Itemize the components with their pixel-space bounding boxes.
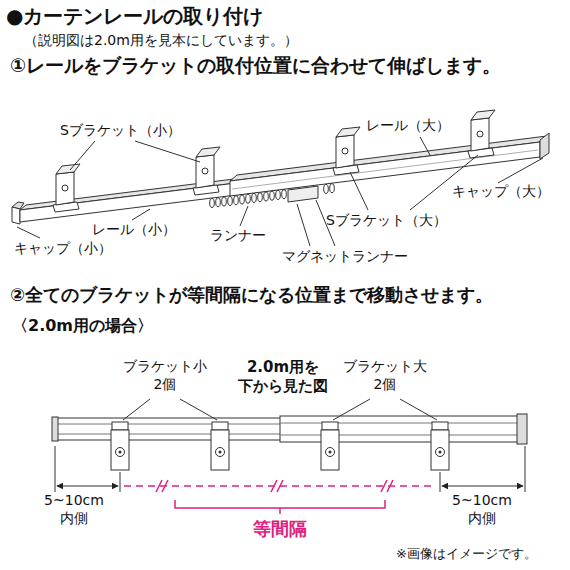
rail-illustration [12,110,549,246]
view-label: 2.0m用を 下から見た図 [233,358,333,396]
part-label: キャップ（小） [14,240,126,258]
part-label: レール（小） [92,221,192,239]
part-label: キャップ（大） [452,183,564,201]
part-label: Sブラケット（小） [60,122,200,140]
part-label: Sブラケット（大） [326,212,466,230]
sub-heading: 〈2.0m用の場合〉 [12,316,212,336]
step-heading: ①レールをブラケットの取付位置に合わせて伸ばします。 [10,54,566,78]
part-label: ランナー [210,227,290,245]
note: ※画像はイメージです。 [396,546,566,562]
part-label: ブラケット小 2個 [117,358,213,393]
dimension: 等間隔 [240,518,320,541]
dimension: 5~10cm 内側 [444,492,520,527]
part-label: ブラケット大 2個 [337,358,433,393]
note: （説明図は2.0m用を見本にしています。） [24,32,444,50]
part-label: マグネットランナー [282,248,432,266]
title: ●カーテンレールの取り付け [6,4,263,29]
step-heading: ②全てのブラケットが等間隔になる位置まで移動させます。 [10,284,566,307]
part-label: レール（大） [366,117,466,135]
dimension: 5~10cm 内側 [36,492,112,527]
